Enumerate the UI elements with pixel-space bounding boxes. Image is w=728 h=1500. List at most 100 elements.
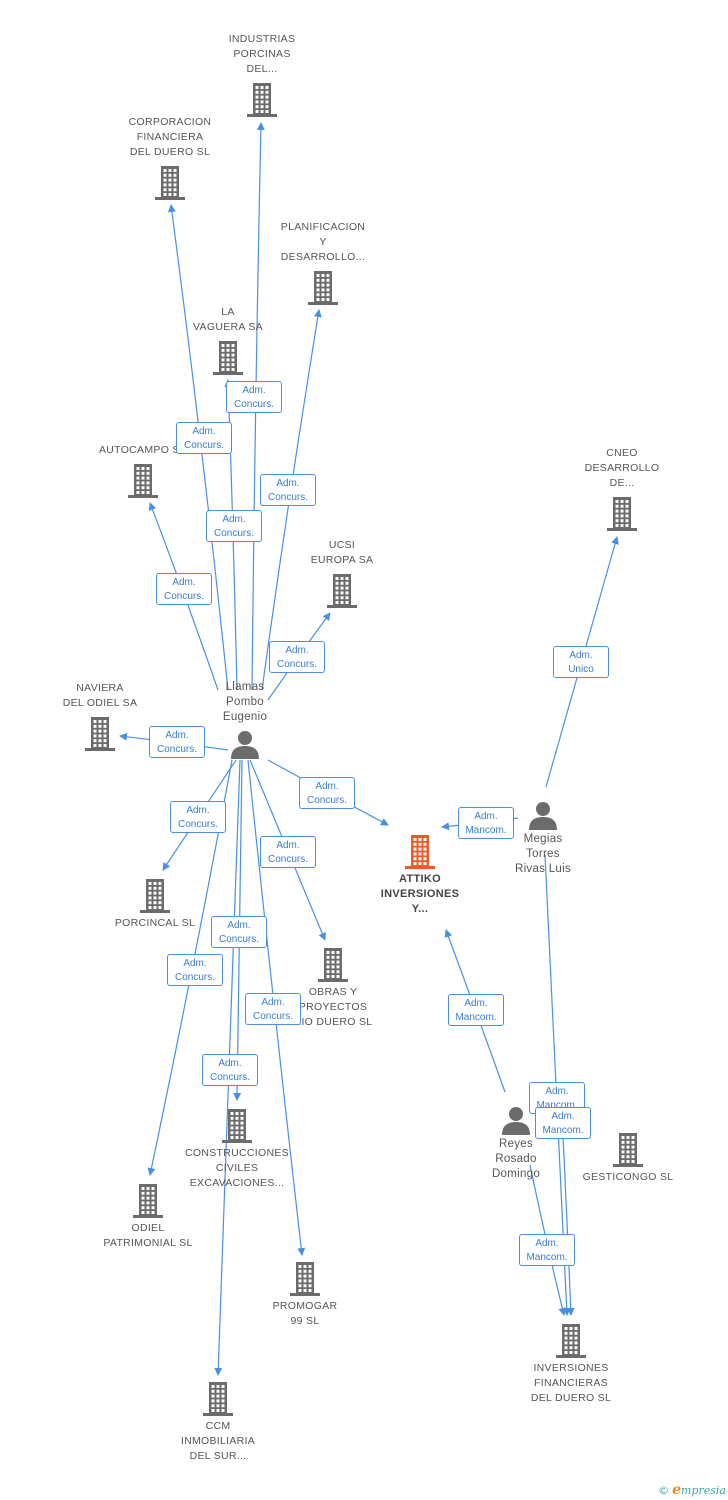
label-line: Domingo — [491, 1168, 541, 1180]
building-icon[interactable] — [222, 1109, 252, 1148]
edge-tag-line: Concurs. — [252, 1011, 293, 1022]
edge-tag-megias-attiko[interactable]: Adm.Mancom. — [458, 807, 514, 839]
edge-tag-line: Adm. — [261, 997, 285, 1008]
building-icon[interactable] — [140, 879, 170, 918]
label-line: DEL SUR... — [189, 1450, 247, 1462]
building-icon[interactable] — [203, 1382, 233, 1421]
edge-tag-llamas-industrias[interactable]: Adm.Concurs. — [226, 381, 282, 413]
building-icon[interactable] — [327, 574, 357, 613]
node-label-planificacion[interactable]: PLANIFICACION Y DESARROLLO... — [258, 220, 388, 265]
edge-tag-llamas-construcciones[interactable]: Adm.Concurs. — [211, 916, 267, 948]
edge-tag-llamas-attiko[interactable]: Adm.Concurs. — [299, 777, 355, 809]
edge-tag-llamas-autocampo[interactable]: Adm.Concurs. — [156, 573, 212, 605]
edge-tag-line: Concurs. — [276, 659, 317, 670]
node-label-odiel[interactable]: ODIEL PATRIMONIAL SL — [83, 1221, 213, 1251]
node-label-attiko[interactable]: ATTIKO INVERSIONES Y... — [355, 872, 485, 917]
label-line: Rivas Luis — [514, 863, 572, 875]
building-icon[interactable] — [133, 1184, 163, 1223]
building-icon[interactable] — [128, 464, 158, 503]
label-line: DEL DUERO SL — [129, 146, 211, 158]
edge-tag-llamas-porcincal[interactable]: Adm. Concurs. — [170, 801, 226, 833]
label-line: INVERSIONES — [533, 1362, 609, 1374]
building-icon[interactable] — [155, 166, 185, 205]
person-icon[interactable] — [230, 729, 260, 764]
edge-tag-llamas-odiel[interactable]: Adm.Concurs. — [167, 954, 223, 986]
edge-tag-line: Concurs. — [218, 934, 259, 945]
edge-tag-line: Adm. — [545, 1086, 569, 1097]
label-line: AUTOCAMPO SA — [98, 444, 187, 456]
edge-tag-line: Concurs. — [177, 819, 218, 830]
node-label-gesticongo[interactable]: GESTICONGO SL — [563, 1170, 693, 1185]
edge-tag-line: Adm. — [186, 805, 210, 816]
label-line: Y... — [411, 903, 429, 915]
person-icon[interactable] — [528, 800, 558, 835]
label-line: FINANCIERAS — [534, 1377, 608, 1389]
building-icon[interactable] — [213, 341, 243, 380]
label-line: ATTIKO — [399, 873, 441, 885]
label-line: Y — [319, 236, 327, 248]
label-line: DESARROLLO... — [280, 251, 366, 263]
label-line: DESARROLLO — [584, 462, 660, 474]
label-line: Megias — [523, 833, 563, 845]
edge-tag-line: Adm. — [222, 514, 246, 525]
edge-tag-llamas-planificacion[interactable]: Adm.Concurs. — [260, 474, 316, 506]
node-label-porcincal[interactable]: PORCINCAL SL — [90, 916, 220, 931]
label-line: INDUSTRIAS — [228, 33, 296, 45]
building-icon[interactable] — [318, 948, 348, 987]
building-icon[interactable] — [607, 497, 637, 536]
building-icon[interactable] — [290, 1262, 320, 1301]
label-line: CNEO — [606, 447, 638, 459]
label-line: NAVIERA — [76, 682, 124, 694]
edge-tag-llamas-ccm[interactable]: Adm.Concurs. — [202, 1054, 258, 1086]
edge-reyes-inversiones — [562, 1137, 575, 1316]
edge-tag-llamas-obras[interactable]: Adm.Concurs. — [260, 836, 316, 868]
edge-tag-line: Adm. — [218, 1058, 242, 1069]
edge-tag-line: Adm. — [165, 730, 189, 741]
edge-tag-line: Mancom. — [542, 1125, 584, 1136]
edge-tag-llamas-vaguera[interactable]: Adm.Concurs. — [206, 510, 262, 542]
building-icon[interactable] — [405, 835, 435, 874]
building-icon[interactable] — [85, 717, 115, 756]
label-line: PROMOGAR — [272, 1300, 338, 1312]
edge-tag-llamas-ucsi[interactable]: Adm.Concurs. — [269, 641, 325, 673]
brand-logo[interactable]: ©empresia — [658, 1482, 726, 1498]
edge-tag-reyes-inversiones[interactable]: Adm.Mancom. — [535, 1107, 591, 1139]
building-icon[interactable] — [308, 271, 338, 310]
edge-tag-llamas-promogar[interactable]: Adm. Concurs. — [245, 993, 301, 1025]
building-icon[interactable] — [556, 1324, 586, 1363]
label-line: PATRIMONIAL SL — [103, 1237, 193, 1249]
label-line: EXCAVACIONES... — [189, 1177, 285, 1189]
edge-tag-line: Concurs. — [267, 492, 308, 503]
edge-tag-reyes-attiko[interactable]: Adm.Mancom. — [448, 994, 504, 1026]
edge-tag-line: Concurs. — [183, 440, 224, 451]
building-icon[interactable] — [613, 1133, 643, 1172]
person-icon[interactable] — [501, 1105, 531, 1140]
edge-tag-llamas-naviera[interactable]: Adm.Concurs. — [149, 726, 205, 758]
edge-tag-megias-cneo[interactable]: Adm.Unico — [553, 646, 609, 678]
label-line: OBRAS Y — [308, 986, 358, 998]
label-line: ODIEL — [131, 1222, 165, 1234]
label-line: INVERSIONES — [380, 888, 460, 900]
node-label-autocampo[interactable]: AUTOCAMPO SA — [78, 443, 208, 458]
label-line: PLANIFICACION — [280, 221, 366, 233]
edge-tag-reyes-inversiones[interactable]: Adm.Mancom. — [519, 1234, 575, 1266]
edge-tag-llamas-corporacion[interactable]: Adm.Concurs. — [176, 422, 232, 454]
building-icon[interactable] — [247, 83, 277, 122]
label-line: Eugenio — [222, 711, 268, 723]
label-line: LA — [221, 306, 235, 318]
